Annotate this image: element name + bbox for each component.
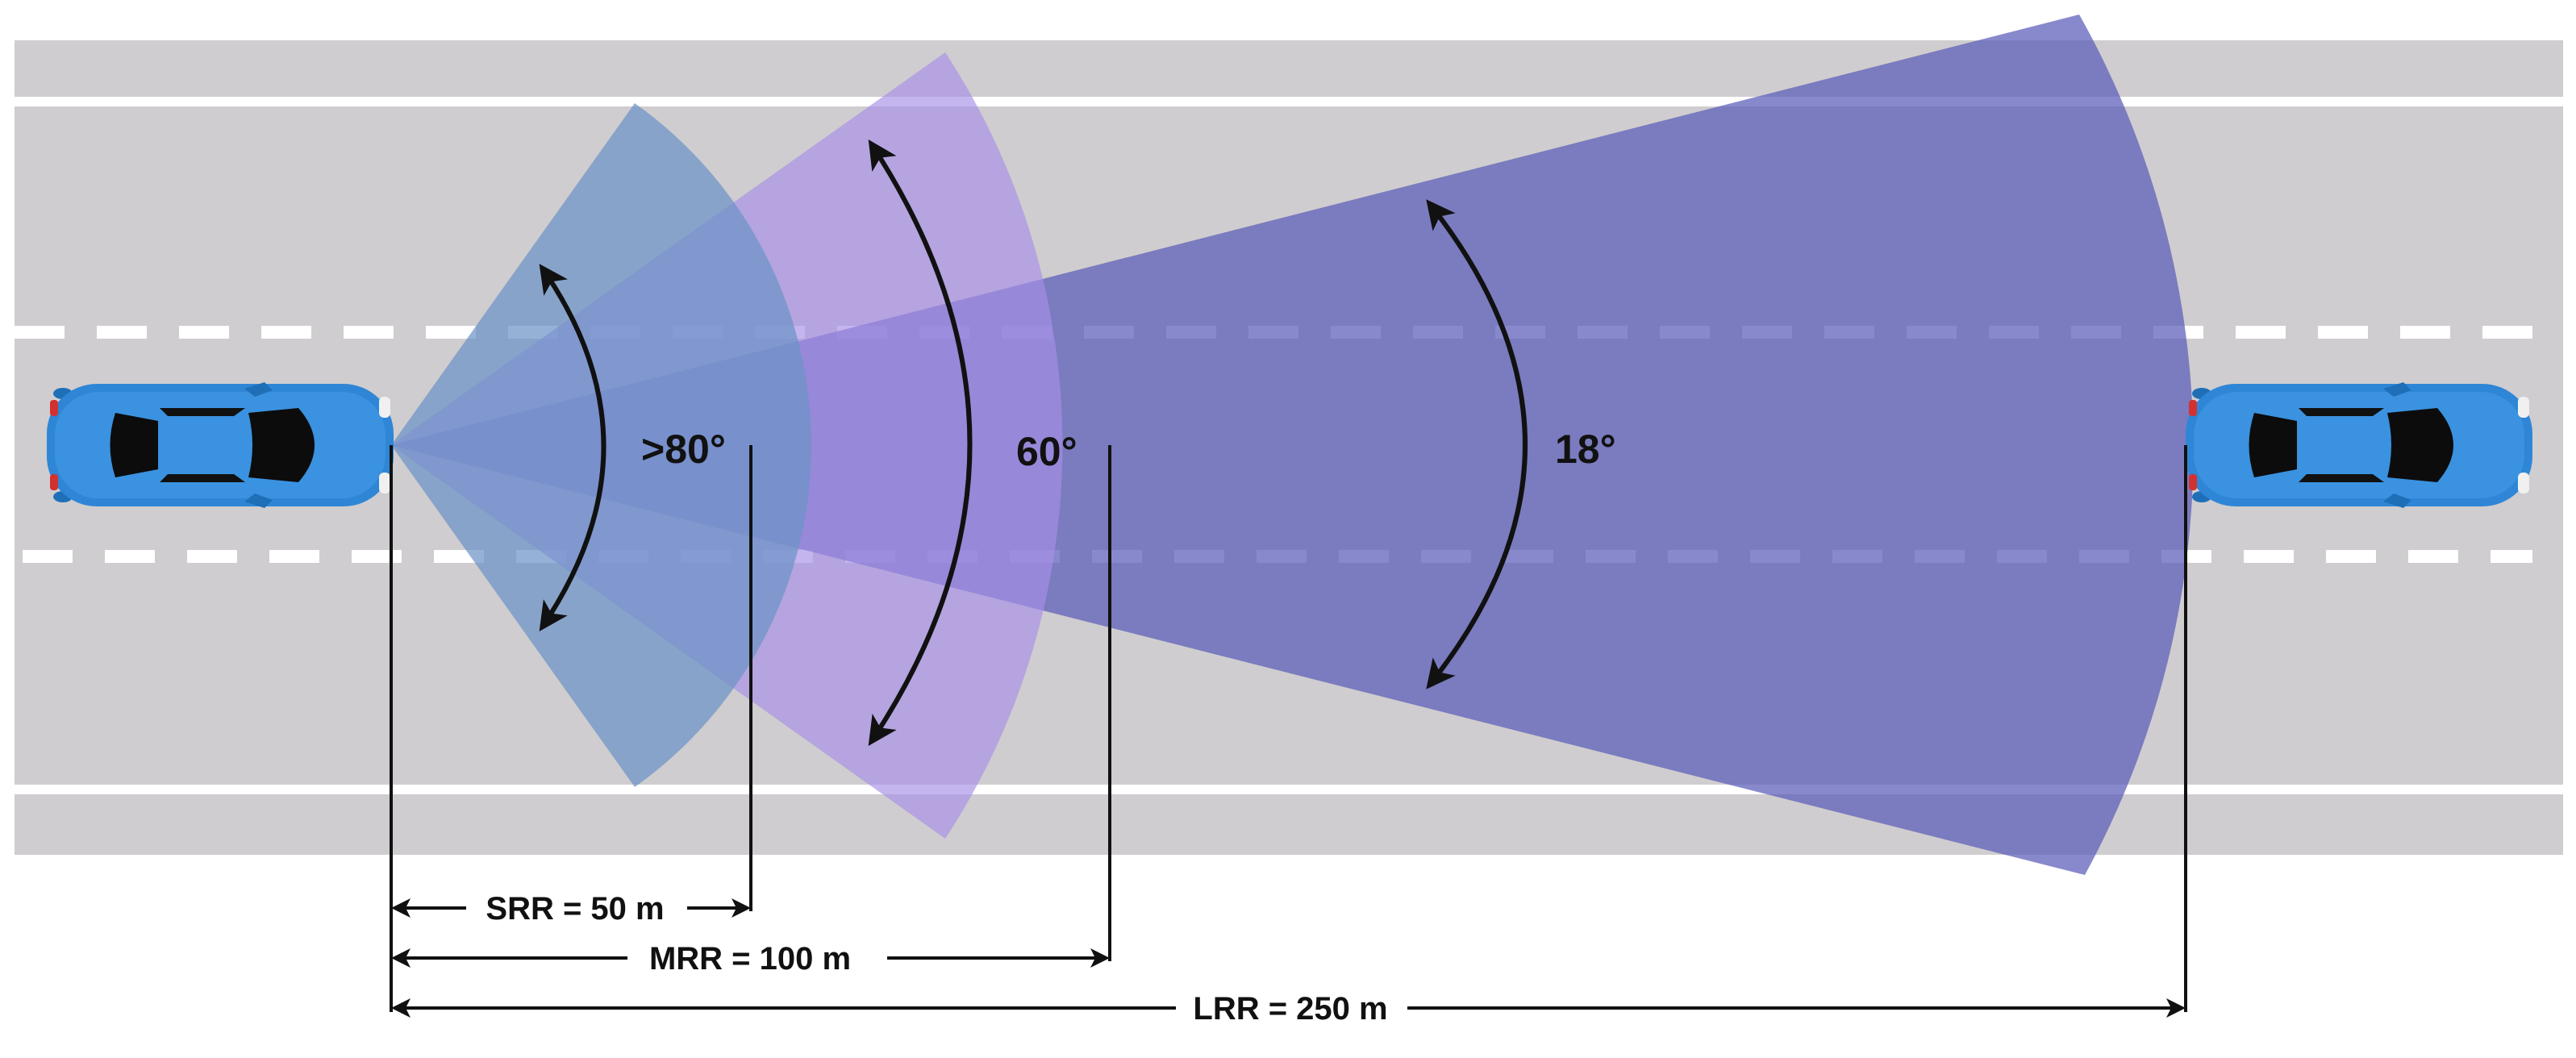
mrr-range-label: MRR = 100 m (649, 941, 851, 977)
range-dimension-arrows (391, 898, 2186, 1018)
road-edge-line-top (15, 97, 2563, 106)
ego-car (47, 382, 394, 508)
srr-angle-label: >80° (641, 427, 726, 472)
mrr-angle-arrow (868, 139, 973, 746)
car-top-view-icon (2186, 382, 2532, 508)
lrr-beam (391, 15, 2194, 875)
lrr-range-label: LRR = 250 m (1193, 991, 1387, 1027)
car-top-view-icon (47, 382, 394, 508)
lrr-angle-arrow (1426, 199, 1528, 689)
srr-range-label: SRR = 50 m (486, 891, 664, 927)
srr-angle-arrow (539, 264, 606, 631)
road-edge-line-bottom (15, 785, 2563, 794)
angle-arrows (539, 139, 1528, 746)
target-car (2186, 382, 2532, 508)
mrr-angle-label: 60° (1016, 429, 1078, 474)
lrr-angle-label: 18° (1555, 427, 1616, 472)
